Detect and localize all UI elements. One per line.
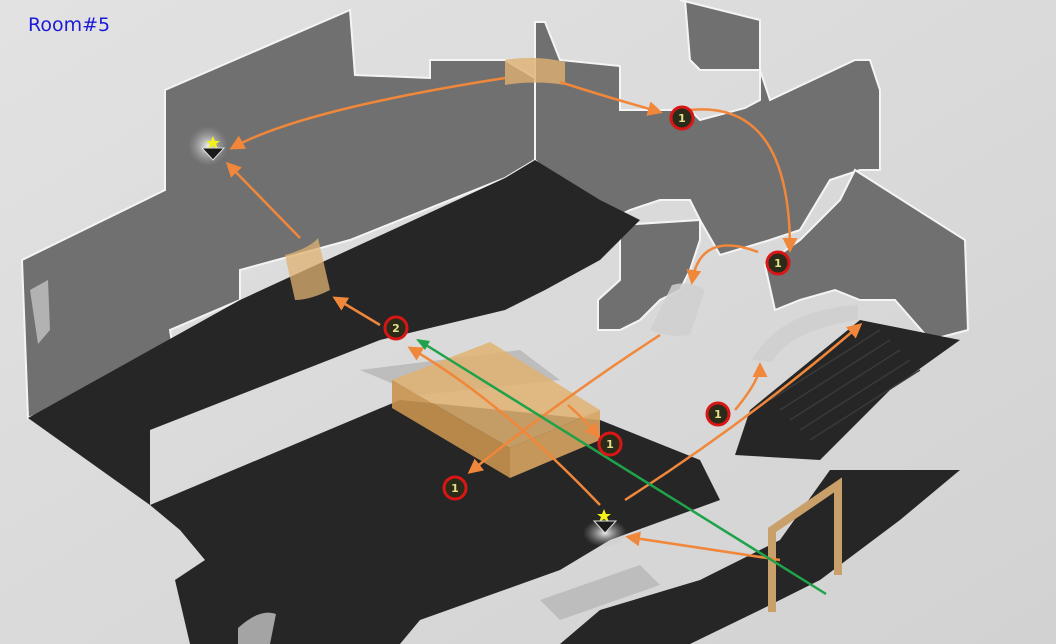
marker-4[interactable]: 1 <box>707 403 729 425</box>
marker-3[interactable]: 2 <box>385 317 407 339</box>
marker-label: 1 <box>774 257 782 270</box>
marker-6[interactable]: 1 <box>444 477 466 499</box>
marker-label: 1 <box>678 112 686 125</box>
marker-label: 2 <box>392 322 400 335</box>
marker-5[interactable]: 1 <box>599 433 621 455</box>
marker-2[interactable]: 1 <box>767 252 789 274</box>
marker-1[interactable]: 1 <box>671 107 693 129</box>
marker-label: 1 <box>451 482 459 495</box>
marker-label: 1 <box>606 438 614 451</box>
marker-label: 1 <box>714 408 722 421</box>
